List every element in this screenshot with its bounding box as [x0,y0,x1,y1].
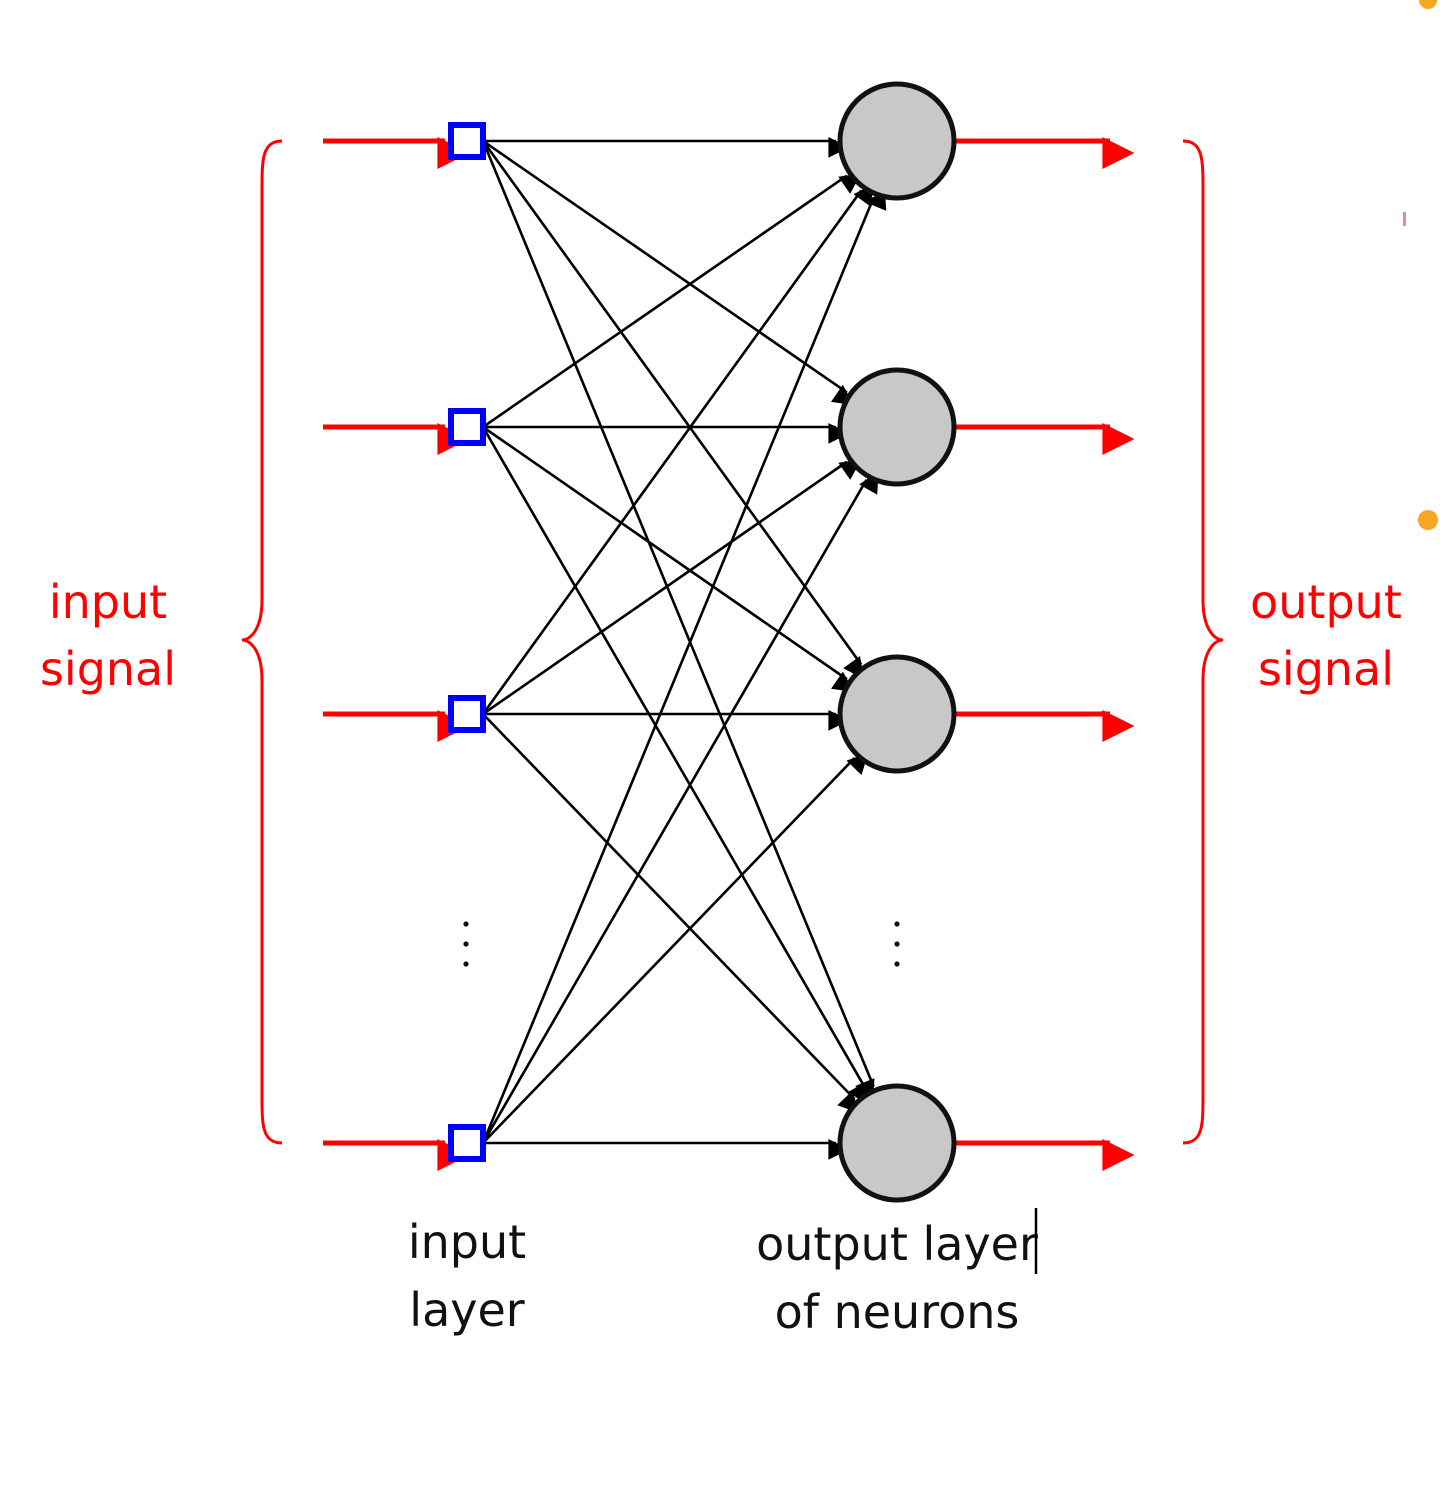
edge-2-to-4 [481,426,868,1105]
input-signal-label-line2: signal [40,642,176,696]
signal-arrows [323,137,1135,1171]
edge-4-to-3 [482,752,869,1144]
output-neuron-2 [837,367,957,487]
edge-4-to-2 [481,471,879,1144]
input-ellipsis [463,921,469,967]
output-signal-label-line2: signal [1258,642,1394,696]
accent-dot-middle [1418,510,1438,530]
output-neuron-4 [837,1083,957,1203]
edge-3-to-4 [482,713,860,1114]
edge-1-to-2 [482,139,855,406]
input-node-1 [448,122,486,160]
output-neuron-1 [837,81,957,201]
input-layer-nodes [448,122,486,1162]
output-signal-brace [1182,139,1224,1145]
input-signal-brace [241,139,283,1145]
input-signal-label-line1: input [49,575,167,629]
edge-1-to-4 [481,140,875,1102]
edge-1-to-3 [481,140,864,680]
input-node-2 [448,408,486,446]
input-node-4 [448,1124,486,1162]
input-layer-label-line2: layer [409,1283,524,1337]
edge-4-to-1 [481,187,887,1144]
input-layer-label-line1: input [408,1215,526,1269]
input-node-3 [448,695,486,733]
output-layer-label-line2: of neurons [775,1285,1020,1339]
output-ellipsis [894,921,900,967]
output-neuron-3 [837,654,957,774]
connection-edges [481,137,887,1160]
output-layer-label-line1: output layer [756,1217,1038,1271]
edge-3-to-2 [482,459,862,716]
accent-mark [1403,212,1406,226]
output-layer-neurons [837,81,957,1203]
output-signal-label-line1: output [1250,575,1402,629]
edge-2-to-1 [482,173,862,429]
accent-dot-top [1419,0,1437,9]
edge-3-to-1 [481,183,875,715]
edge-2-to-3 [482,425,855,693]
